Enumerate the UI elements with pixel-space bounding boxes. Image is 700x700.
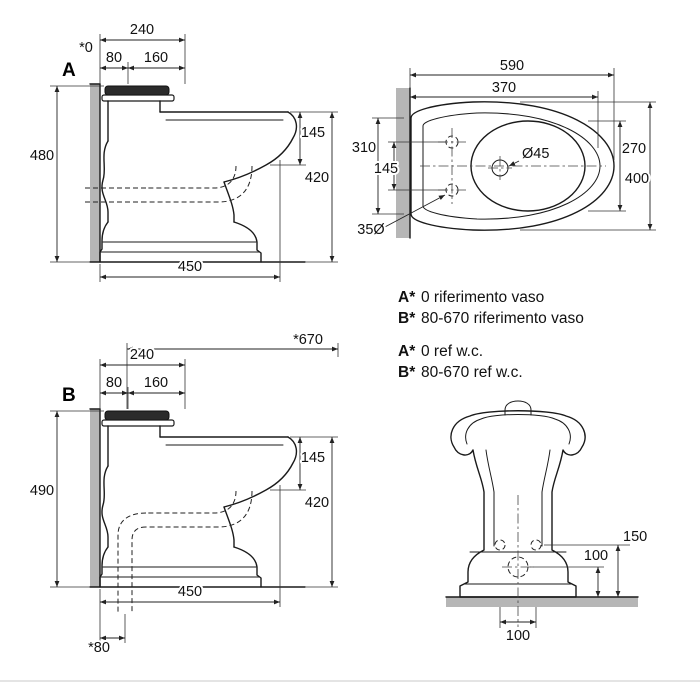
dim-label-80-b: 80 [106,375,122,391]
dim-label-145-b: 145 [301,450,325,466]
fixing-hole [530,539,542,551]
wall-section [396,88,410,238]
dim-label-100-height-front: 100 [584,548,608,564]
dim-label-400: 400 [625,171,649,187]
ref-80-label-b: *80 [88,640,110,656]
dim-label-150-front: 150 [623,529,647,545]
floor-outlet-pipe [117,512,147,612]
front-tap-column [504,400,532,416]
dim-label-420-a: 420 [305,170,329,186]
dim-label-370: 370 [492,80,516,96]
fixing-hole [494,539,506,551]
view-label-b: B [62,385,76,406]
drain-leader [508,160,520,167]
dim-label-480-a: 480 [30,148,54,164]
note-line3-text: 0 ref w.c. [421,343,483,360]
note-line4-text: 80-670 ref w.c. [421,364,523,381]
side-view-b: B *670 240 80 160 490 145 420 450 *80 [28,330,339,658]
dim-label-145-plan: 145 [374,161,398,177]
note-line2-text: 80-670 riferimento vaso [421,310,584,327]
plan-view: 590 370 310 145 Ø45 270 400 35Ø [350,56,656,240]
note-line1-text: 0 riferimento vaso [421,289,544,306]
dim-label-240-b: 240 [130,347,154,363]
note-line3-prefix: A* [398,343,416,360]
dim-label-310: 310 [352,140,376,156]
plan-outline [410,101,615,231]
front-rim-inner [465,414,571,445]
dim-label-100-spacing-front: 100 [506,628,530,644]
dim-label-160-a: 160 [144,50,168,66]
dim-label-240-a: 240 [130,22,154,38]
note-line1-prefix: A* [398,289,416,306]
dim-label-35d: 35Ø [357,222,384,238]
side-view-a: A *0 240 80 160 480 145 420 450 [28,20,338,282]
dim-label-145-a: 145 [301,125,325,141]
dim-label-d45: Ø45 [522,146,549,162]
dim-label-160-b: 160 [144,375,168,391]
note-line2-prefix: B* [398,310,416,327]
ref-zero-label-a: *0 [79,40,93,56]
dim-label-490-b: 490 [30,483,54,499]
floor-outlet-pipe [131,526,147,612]
note-line4-prefix: B* [398,364,416,381]
dim-label-590: 590 [500,58,524,74]
dim-label-80-a: 80 [106,50,122,66]
ref-670-label-b: *670 [293,332,323,348]
dim-label-450-a: 450 [178,259,202,275]
dim-label-270: 270 [622,141,646,157]
tap-hole-leader [382,194,446,229]
view-label-a: A [62,60,76,81]
dim-label-420-b: 420 [305,495,329,511]
floor-section [446,597,638,607]
notes-block: A* 0 riferimento vaso B* 80-670 riferime… [398,289,584,381]
front-view: 150 100 100 [445,400,649,646]
front-outline [450,410,586,598]
dim-label-450-b: 450 [178,584,202,600]
